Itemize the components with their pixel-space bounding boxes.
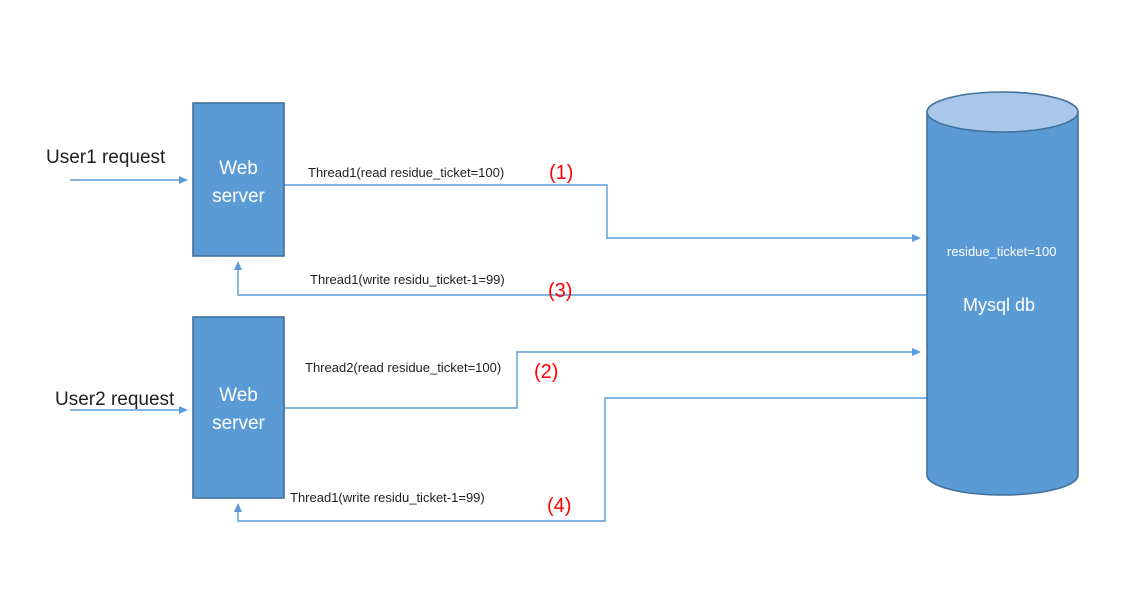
- web-server-2-box: [192, 316, 285, 499]
- flow1-read-arrow: [284, 184, 921, 242]
- flow3-write-arrow: [234, 261, 927, 296]
- web-server-1-box: [192, 102, 285, 257]
- web-server-1-node: Web server: [192, 102, 285, 257]
- database-cylinder-body: [926, 111, 1079, 496]
- user2-request-label: User2 request: [55, 389, 175, 410]
- user1-request-label: User1 request: [46, 147, 166, 168]
- database-value: residue_ticket=100: [947, 244, 1057, 259]
- flow4-step-number: (4): [547, 495, 571, 517]
- flow4-label: Thread1(write residu_ticket-1=99): [290, 490, 485, 505]
- flow2-label: Thread2(read residue_ticket=100): [305, 360, 501, 375]
- web-server-2-label-line2: server: [212, 413, 265, 434]
- flow1-label: Thread1(read residue_ticket=100): [308, 165, 504, 180]
- database-label: Mysql db: [963, 295, 1035, 315]
- flow2-step-number: (2): [534, 361, 558, 383]
- flow2-read-arrow: [284, 348, 921, 409]
- flow4-write-arrow: [234, 397, 927, 522]
- flow1-step-number: (1): [549, 162, 573, 184]
- web-server-1-label-line1: Web: [219, 158, 258, 179]
- flow3-label: Thread1(write residu_ticket-1=99): [310, 272, 505, 287]
- database-cylinder-top: [926, 91, 1079, 133]
- web-server-2-label-line1: Web: [219, 385, 258, 406]
- flow3-step-number: (3): [548, 280, 572, 302]
- web-server-1-label-line2: server: [212, 186, 265, 207]
- web-server-2-node: Web server: [192, 316, 285, 499]
- mysql-db-node: residue_ticket=100 Mysql db: [926, 91, 1079, 496]
